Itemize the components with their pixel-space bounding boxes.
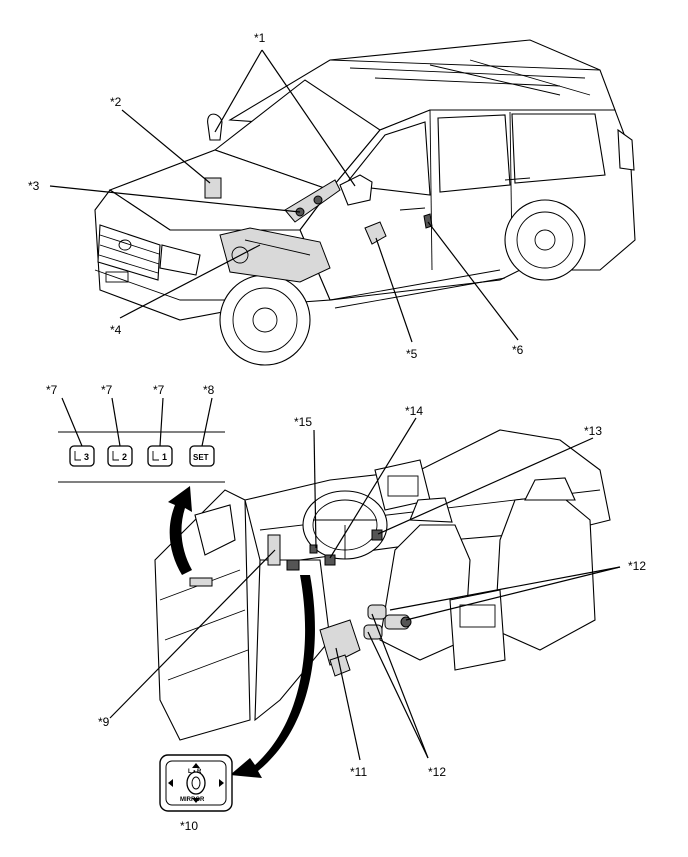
top-callouts: *1 *2 *3 *4 *5 *6 [28, 31, 524, 361]
module-11 [319, 619, 361, 666]
bottom-leaders [109, 417, 621, 761]
right-mirror [339, 174, 373, 206]
switch-9 [267, 534, 281, 566]
seat-memory-icon [152, 451, 159, 461]
transmission-4 [219, 227, 331, 283]
callout-2: *2 [110, 95, 122, 109]
svg-text:SET: SET [193, 453, 209, 462]
mirror-switch-icon: L • R MIRROR [159, 754, 233, 812]
memory-button-2[interactable]: 2 [107, 445, 133, 467]
mirror-lr-label: L • R [188, 769, 202, 775]
seat-memory-icon [112, 451, 119, 461]
memory-button-1[interactable]: 1 [147, 445, 173, 467]
callout-3: *3 [28, 179, 40, 193]
callout-10: *10 [180, 819, 198, 833]
interior-illustration [154, 429, 611, 741]
callout-12b: *12 [428, 765, 446, 779]
mirror-label: MIRROR [180, 797, 205, 803]
callout-1: *1 [254, 31, 266, 45]
set-button[interactable]: SET [189, 445, 215, 467]
switch-14 [324, 554, 336, 566]
bottom-callouts: *15 *14 *13 *12 *9 *11 *12 *10 [98, 404, 646, 833]
callout-9: *9 [98, 715, 110, 729]
left-mirror [207, 113, 223, 141]
callout-13: *13 [584, 424, 602, 438]
callout-4: *4 [110, 323, 122, 337]
switch-15 [309, 544, 318, 554]
callout-7c: *7 [153, 383, 165, 397]
vehicle-illustration [94, 39, 636, 366]
arrow-icon [168, 486, 315, 778]
callout-12a: *12 [628, 559, 646, 573]
top-leaders [49, 49, 519, 343]
callout-14: *14 [405, 404, 423, 418]
callout-8: *8 [203, 383, 215, 397]
svg-text:1: 1 [162, 452, 167, 462]
svg-text:3: 3 [84, 452, 89, 462]
switch-13 [371, 529, 383, 541]
ecu-5 [364, 221, 387, 245]
callout-5: *5 [406, 347, 418, 361]
callout-7b: *7 [101, 383, 113, 397]
svg-text:2: 2 [122, 452, 127, 462]
callout-6: *6 [512, 343, 524, 357]
module-2 [204, 177, 222, 199]
memory-button-3[interactable]: 3 [69, 445, 95, 467]
seat-memory-icon [74, 451, 81, 461]
callout-7a: *7 [46, 383, 58, 397]
memory-switch-panel: *7 *7 *7 *8 3 2 1 SET [46, 383, 225, 483]
callout-11: *11 [350, 765, 367, 779]
callout-15: *15 [294, 415, 312, 429]
